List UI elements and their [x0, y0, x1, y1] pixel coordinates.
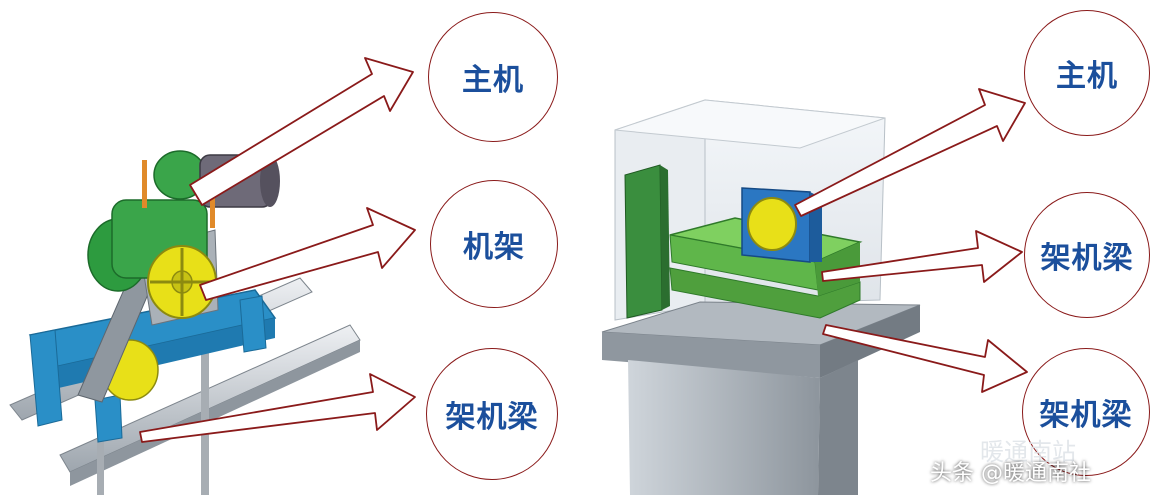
left-rail-front-side — [70, 340, 360, 486]
label-right-main: 主机 — [1024, 10, 1150, 136]
label-left-main-text: 主机 — [462, 63, 524, 98]
left-frame-leg — [29, 329, 63, 427]
arrow-right-main — [794, 88, 1026, 217]
right-pedestal-side — [818, 360, 858, 495]
label-left-frame-text: 机架 — [463, 230, 525, 265]
arrow-right-beam-top — [821, 230, 1023, 283]
right-pedestal — [628, 360, 820, 495]
watermark-main-text: 头条 @暖通南社 — [930, 461, 1091, 486]
arrow-left-frame — [199, 207, 416, 301]
label-right-beam-top-text: 架机梁 — [1040, 241, 1134, 276]
label-right-beam-bottom-text: 架机梁 — [1039, 398, 1133, 433]
arrow-left-beam — [139, 373, 416, 443]
right-enclosure-top — [614, 99, 886, 149]
label-left-beam-text: 架机梁 — [445, 400, 539, 435]
right-machine-illustration — [601, 99, 921, 495]
label-left-main: 主机 — [428, 12, 558, 142]
callout-arrows — [139, 57, 1028, 443]
left-support-post — [201, 320, 209, 495]
watermark-ghost: 暖通南站 — [980, 432, 1076, 467]
left-machine-illustration — [9, 150, 361, 495]
right-green-column — [624, 164, 663, 319]
right-floor-front — [602, 332, 820, 378]
left-spindle — [142, 160, 147, 208]
arrow-right-beam-bottom — [822, 324, 1028, 393]
left-support-post-2 — [97, 420, 104, 495]
label-left-beam: 架机梁 — [426, 348, 558, 480]
arrow-left-main — [189, 57, 414, 206]
right-traction-wheel — [747, 197, 797, 251]
label-left-frame: 机架 — [430, 180, 558, 308]
left-spindle-2 — [210, 198, 215, 228]
left-frame-leg-3 — [239, 295, 267, 353]
watermark-ghost-text: 暖通南站 — [980, 438, 1076, 466]
right-green-column-side — [660, 165, 670, 310]
label-right-main-text: 主机 — [1056, 59, 1118, 94]
watermark-text: 头条 @暖通南社 — [930, 455, 1091, 487]
left-frame-leg-2 — [94, 394, 123, 443]
label-right-beam-top: 架机梁 — [1024, 192, 1150, 318]
label-right-beam-bottom: 架机梁 — [1022, 348, 1150, 476]
